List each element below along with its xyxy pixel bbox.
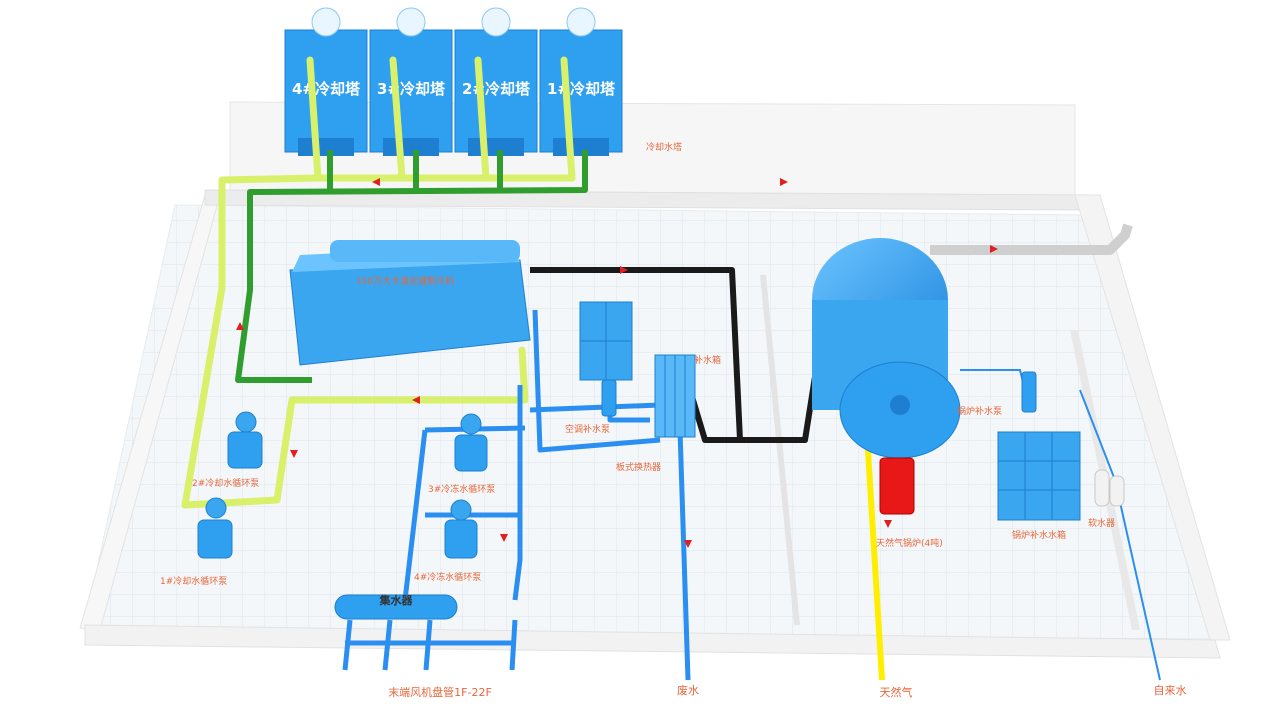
cooling-tower-3[interactable]: 3#冷却塔 (369, 7, 453, 156)
flue-pipe (930, 223, 1133, 255)
boiler-make-up-pump[interactable] (1021, 371, 1037, 413)
softener-label: 软水器 (1088, 517, 1115, 529)
pump1-label: 1#冷却水循环泵 (160, 575, 227, 587)
make-up-tank-label: 补水箱 (694, 354, 721, 366)
tower-label: 4#冷却塔 (292, 80, 361, 98)
cooling-pump-1[interactable] (197, 497, 233, 559)
divider-wall-1 (760, 275, 800, 625)
cooling-return-pipe (235, 150, 588, 383)
boiler-pump-label: 锅炉补水泵 (957, 405, 1002, 417)
chilled-pump-4[interactable] (444, 499, 478, 559)
gas-boiler[interactable] (812, 238, 961, 459)
pump2-label: 2#冷却水循环泵 (192, 477, 259, 489)
tower-label: 1#冷却塔 (547, 80, 616, 98)
cooling-tower-4[interactable]: 4#冷却塔 (284, 7, 368, 156)
fan-icon (566, 7, 596, 37)
make-up-water-pump[interactable] (601, 379, 617, 417)
cooling-tower-2[interactable]: 2#冷却塔 (454, 7, 538, 156)
collector-label: 集水器 (379, 593, 414, 607)
gas-label: 天然气 (880, 685, 913, 699)
absorption-chiller[interactable]: 150万大卡溴化锂制冷机 (289, 240, 531, 366)
chilled-pump-3[interactable] (454, 413, 488, 472)
tower-label: 2#冷却塔 (462, 80, 531, 98)
flow-arrows (236, 178, 998, 548)
fan-icon (311, 7, 341, 37)
cooling-tower-1[interactable]: 1#冷却塔 (539, 7, 623, 156)
plate-hx-label: 板式换热器 (616, 461, 661, 473)
chilled-water-pipes (342, 309, 691, 681)
make-up-pump-label: 空调补水泵 (565, 423, 610, 435)
fan-icon (396, 7, 426, 37)
boiler-label: 天然气锅炉(4吨) (876, 537, 943, 549)
waste-label: 废水 (677, 683, 699, 697)
plate-heat-exchanger[interactable] (654, 354, 696, 438)
boiler-tank-label: 锅炉补水水箱 (1012, 529, 1066, 541)
cooling-pump-2[interactable] (227, 411, 263, 469)
boiler-make-up-tank[interactable] (997, 431, 1081, 521)
right-wall (1074, 194, 1231, 641)
tower-label: 3#冷却塔 (377, 80, 446, 98)
cooling-supply-pipe (181, 56, 576, 509)
header-pipe-label: 末端风机盘管1F-22F (388, 685, 492, 699)
make-up-water-tank[interactable] (579, 301, 633, 381)
pump4-label: 4#冷冻水循环泵 (414, 571, 481, 583)
chiller-label: 150万大卡溴化锂制冷机 (356, 275, 454, 287)
boiler-burner[interactable] (879, 457, 915, 515)
tap-water-label: 自来水 (1154, 684, 1187, 697)
front-ledge (84, 624, 1221, 659)
pump3-label: 3#冷冻水循环泵 (428, 483, 495, 495)
tower-pipe-label: 冷却水塔 (646, 141, 682, 153)
fan-icon (481, 7, 511, 37)
water-collector[interactable]: 集水器 (334, 593, 458, 620)
water-softener[interactable] (1094, 469, 1125, 507)
